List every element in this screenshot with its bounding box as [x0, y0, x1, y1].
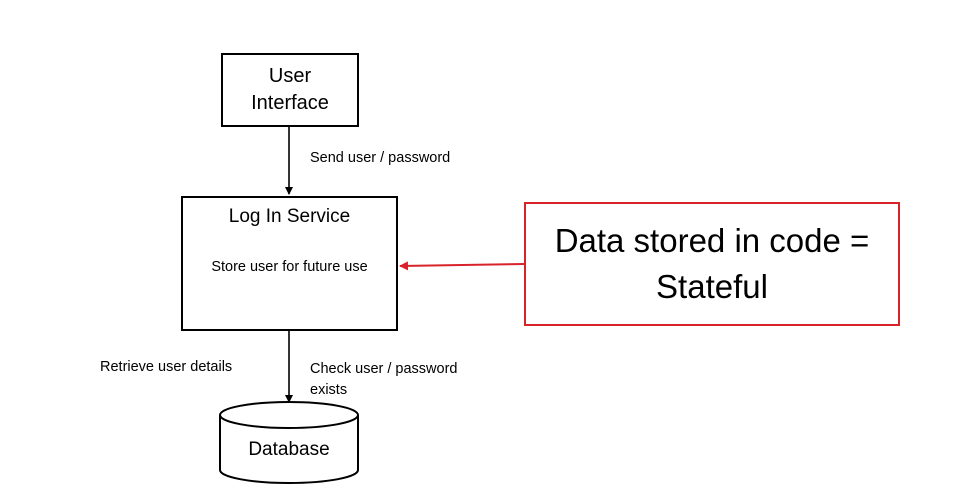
edge-label-check-line2: exists: [310, 382, 348, 398]
database-cylinder: [219, 401, 359, 484]
edge-label-check-credentials: Check user / password exists: [310, 359, 457, 401]
database-label: Database: [248, 439, 330, 460]
edge-label-send-credentials: Send user / password: [310, 150, 451, 166]
user-interface-label-line1: User: [268, 65, 312, 87]
login-service-node: Log In Service Store user for future use: [181, 196, 398, 331]
login-service-title: Log In Service: [228, 206, 351, 227]
edge-label-retrieve-details: Retrieve user details: [100, 359, 233, 375]
user-interface-node: User Interface: [221, 53, 359, 127]
login-service-description: Store user for future use: [211, 259, 368, 275]
arrow-callout-to-login: [399, 261, 525, 271]
callout-line1: Data stored in code =: [554, 222, 870, 259]
edge-label-check-line1: Check user / password: [310, 361, 458, 377]
stateful-callout: Data stored in code = Stateful: [524, 202, 900, 326]
user-interface-label-line2: Interface: [251, 92, 329, 114]
callout-line2: Stateful: [656, 268, 768, 305]
